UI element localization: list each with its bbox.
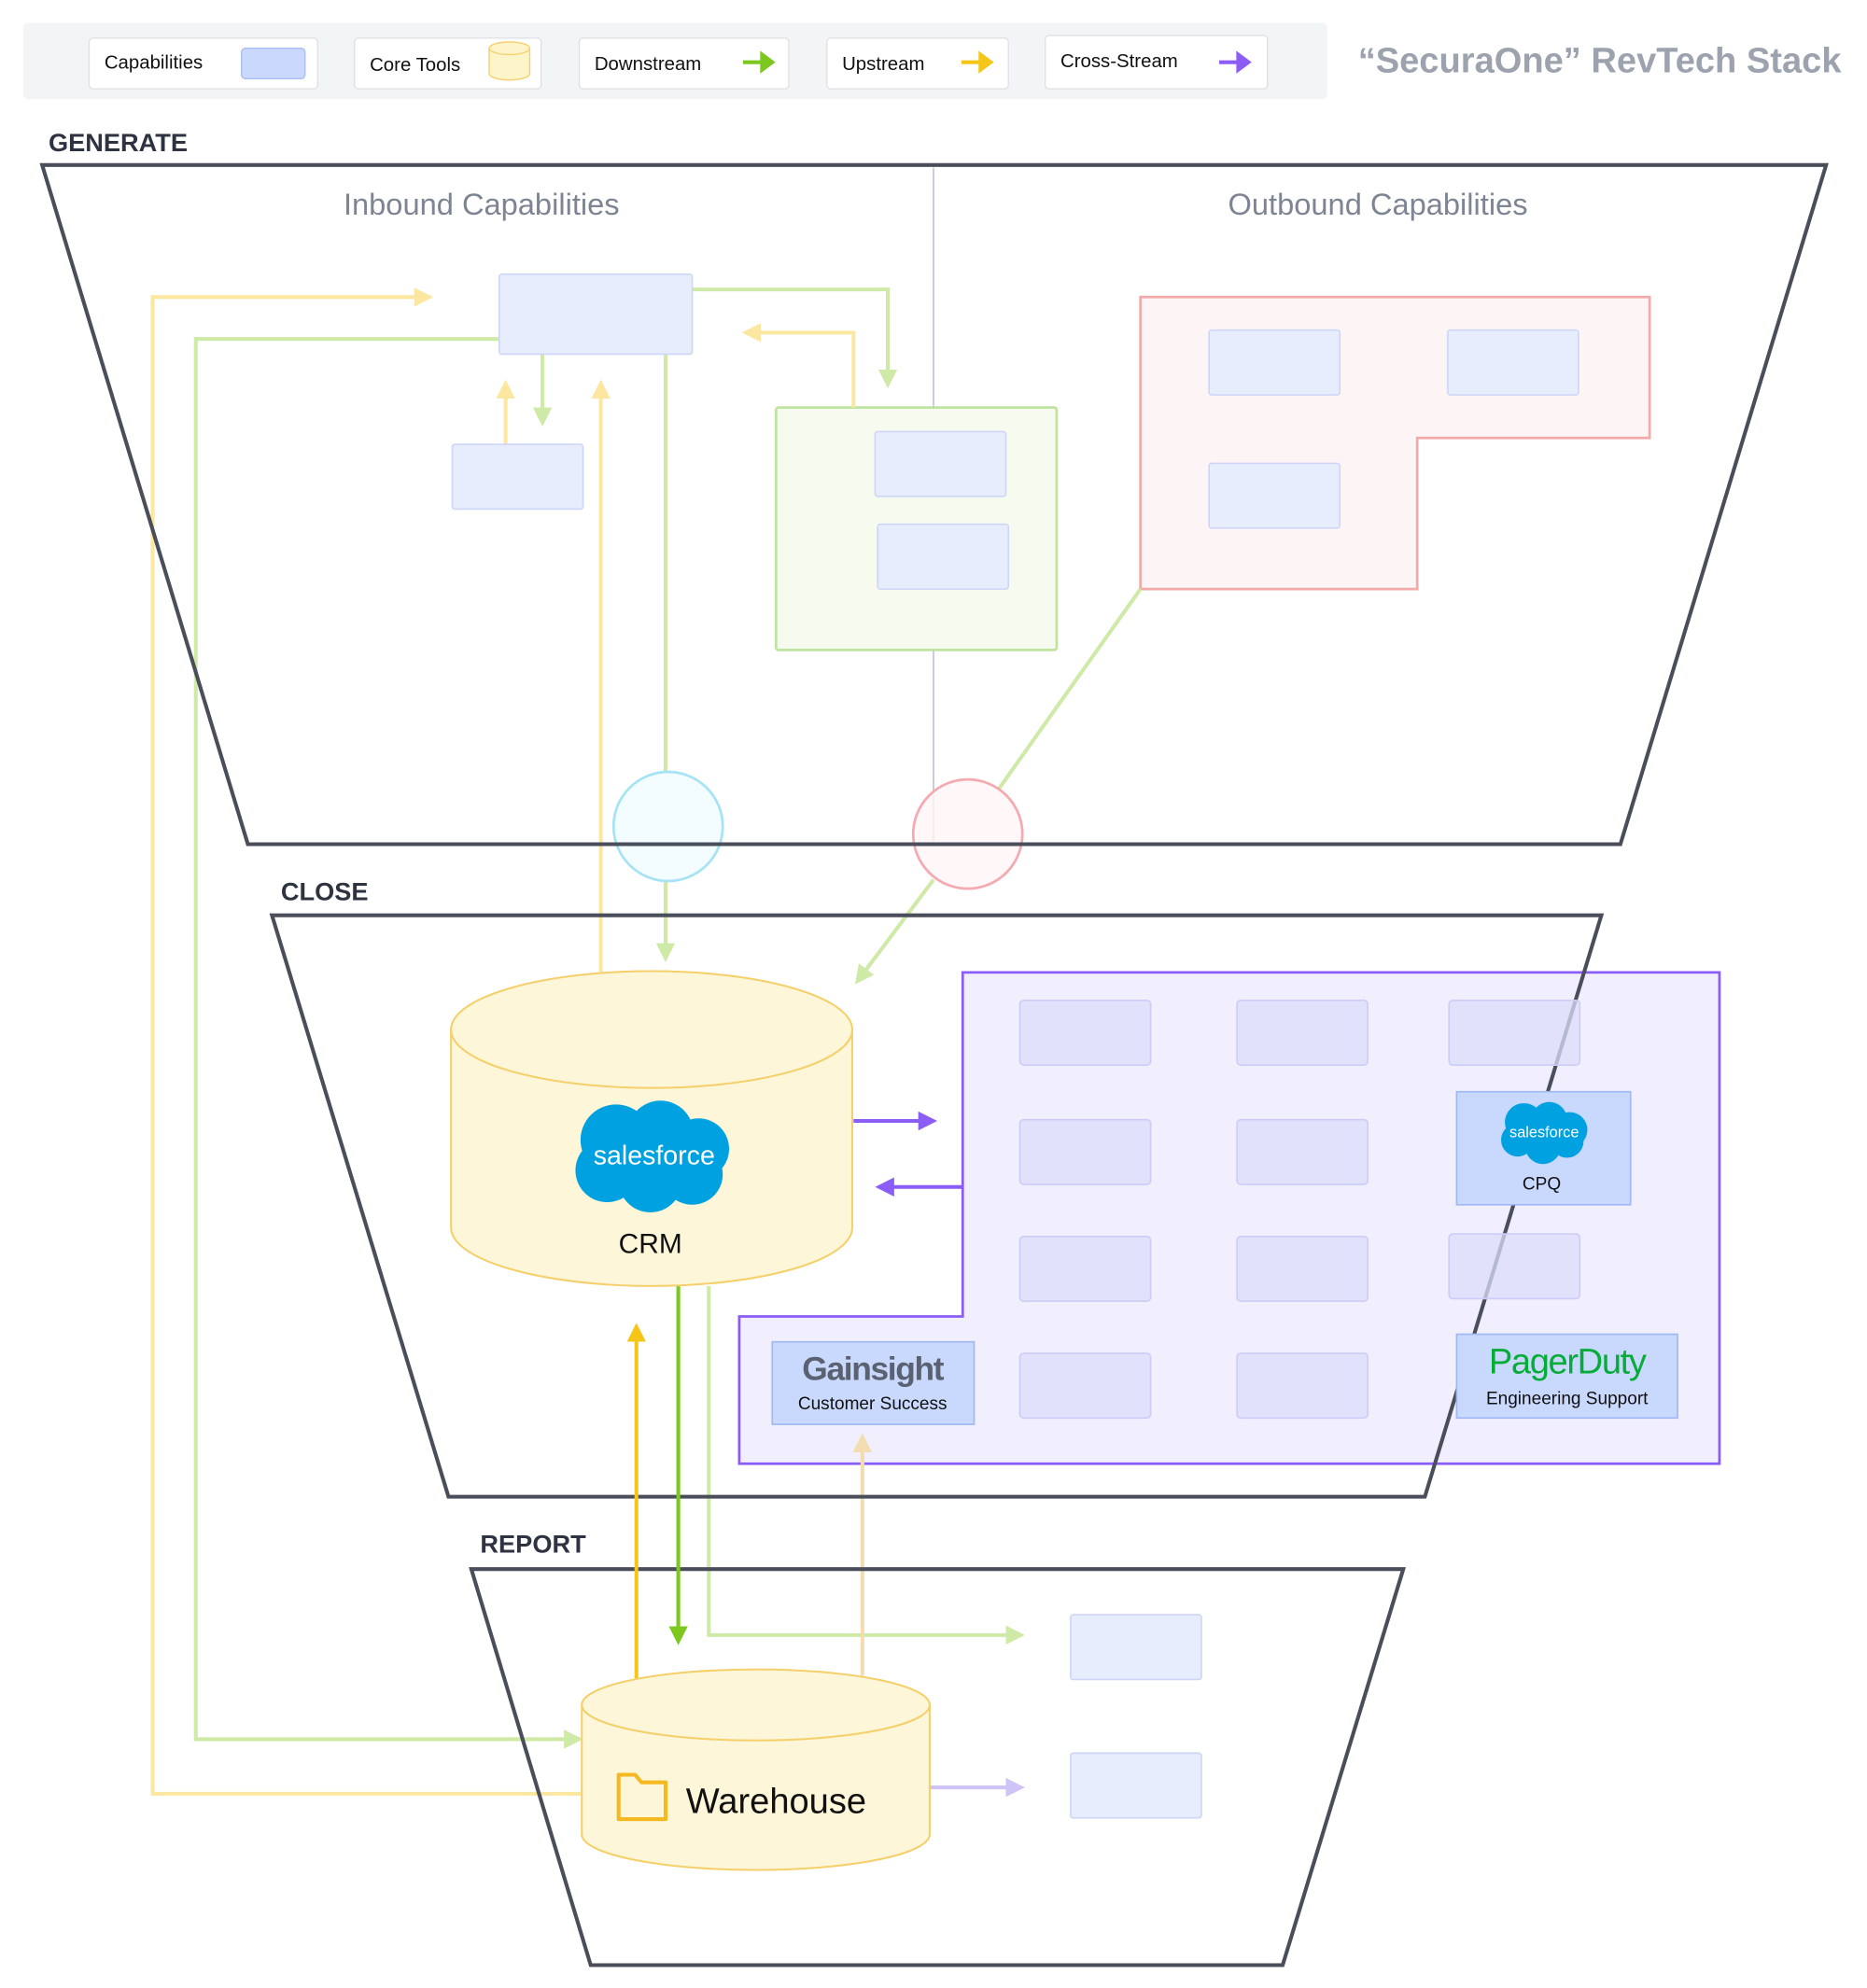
funnel-close: [269, 913, 1605, 1499]
funnel-report: [469, 1567, 1407, 1967]
capability-box[interactable]: [877, 523, 1010, 590]
pagerduty-logo: PagerDuty: [1489, 1343, 1647, 1382]
crm-core-tool[interactable]: salesforce CRM: [450, 970, 853, 1287]
gainsight-tool[interactable]: Gainsight Customer Success: [771, 1340, 976, 1425]
pagerduty-label: Engineering Support: [1486, 1389, 1649, 1408]
legend-item-cross-stream: Cross-Stream: [1045, 35, 1269, 90]
capability-box[interactable]: [1448, 1233, 1581, 1300]
capability-box[interactable]: [1448, 999, 1581, 1066]
legend-item-core-tools: Core Tools: [354, 37, 542, 90]
capability-box[interactable]: [874, 430, 1007, 497]
salesforce-logo: salesforce: [575, 1100, 730, 1212]
inbound-capabilities-heading: Inbound Capabilities: [344, 187, 620, 221]
arrow-right-icon: [961, 50, 994, 74]
close-capability-grid: [1018, 999, 1581, 1420]
svg-text:Downstream: Downstream: [595, 54, 701, 75]
svg-text:Upstream: Upstream: [842, 54, 924, 75]
legend-item-downstream: Downstream: [578, 37, 790, 90]
capability-box[interactable]: [1018, 1235, 1152, 1302]
svg-text:Core Tools: Core Tools: [370, 55, 460, 76]
capability-box[interactable]: [1236, 1352, 1369, 1420]
capability-box[interactable]: [1018, 1118, 1152, 1185]
capability-boxes: [451, 273, 1579, 1819]
cpq-label: CPQ: [1523, 1174, 1561, 1194]
arrow-right-icon: [742, 50, 776, 74]
capability-box[interactable]: [498, 273, 694, 356]
capability-box[interactable]: [1070, 1752, 1202, 1819]
pagerduty-tool[interactable]: PagerDuty Engineering Support: [1455, 1333, 1678, 1420]
warehouse-core-tool[interactable]: Warehouse: [581, 1668, 931, 1871]
cpq-tool[interactable]: salesforce CPQ: [1455, 1090, 1632, 1206]
legend-item-capabilities: Capabilities: [88, 37, 319, 90]
capability-box[interactable]: [1236, 999, 1369, 1066]
diagram-title: “SecuraOne” RevTech Stack: [1358, 42, 1843, 81]
inbound-handoff-node: [611, 770, 724, 883]
capability-box[interactable]: [1018, 999, 1152, 1066]
legend-item-upstream: Upstream: [826, 37, 1009, 90]
capability-box[interactable]: [1236, 1235, 1369, 1302]
connectors: [150, 287, 1143, 1798]
legend: Capabilities Core Tools Downstream Upstr…: [22, 22, 1327, 100]
svg-text:Capabilities: Capabilities: [105, 52, 203, 73]
stage-label-report: REPORT: [480, 1529, 586, 1558]
funnel-generate: [39, 162, 1829, 847]
warehouse-label: Warehouse: [686, 1782, 866, 1821]
folder-icon: [616, 1772, 668, 1822]
stage-label-generate: GENERATE: [49, 128, 188, 157]
capability-swatch: [241, 48, 306, 80]
gainsight-label: Customer Success: [798, 1394, 948, 1414]
capability-box[interactable]: [1208, 462, 1341, 529]
outbound-capabilities-heading: Outbound Capabilities: [1228, 187, 1528, 221]
capability-box[interactable]: [1070, 1614, 1202, 1681]
svg-text:salesforce: salesforce: [1509, 1125, 1579, 1141]
capability-box[interactable]: [451, 443, 584, 511]
capability-box[interactable]: [1018, 1352, 1152, 1420]
crm-label: CRM: [619, 1228, 682, 1259]
svg-text:salesforce: salesforce: [594, 1141, 715, 1170]
capability-box[interactable]: [1208, 329, 1341, 396]
cylinder-icon: [488, 41, 531, 81]
capability-box[interactable]: [1447, 329, 1579, 396]
stage-label-close: CLOSE: [281, 876, 369, 905]
gainsight-logo: Gainsight: [802, 1351, 944, 1387]
outbound-handoff-node: [911, 777, 1024, 890]
salesforce-logo: salesforce: [1500, 1101, 1588, 1165]
capability-box[interactable]: [1236, 1118, 1369, 1185]
svg-text:Cross-Stream: Cross-Stream: [1060, 51, 1178, 72]
arrow-right-icon: [1219, 50, 1252, 74]
